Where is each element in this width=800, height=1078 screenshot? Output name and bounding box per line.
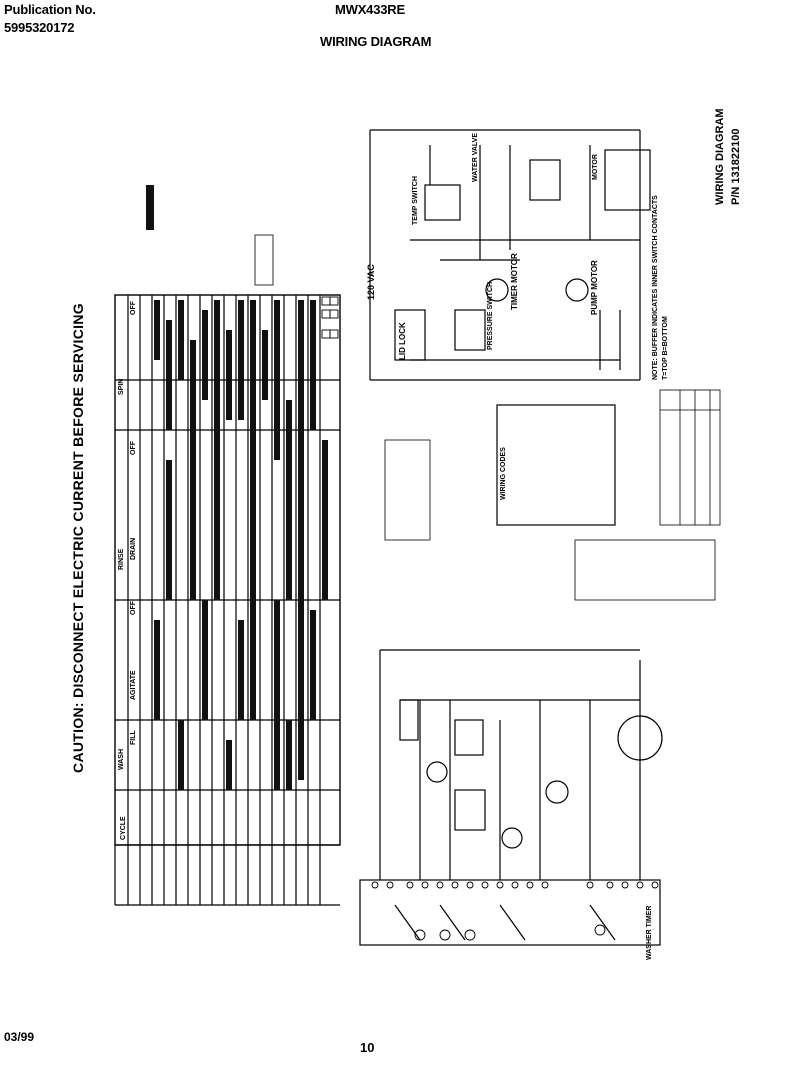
label-off-1: OFF [130, 601, 137, 615]
label-motor: MOTOR [592, 154, 599, 180]
label-spin: SPIN [118, 378, 125, 395]
label-note2: T=TOP B=BOTTOM [662, 316, 669, 380]
page-number: 10 [360, 1040, 375, 1055]
model-number: MWX433RE [335, 2, 405, 17]
label-cycle: CYCLE [120, 816, 127, 840]
publication-number: 5995320172 [4, 20, 75, 35]
label-wash: WASH [118, 749, 125, 770]
label-supply: 120 VAC [366, 264, 376, 300]
label-pump-motor: PUMP MOTOR [590, 260, 599, 315]
footer-date: 03/99 [4, 1030, 35, 1044]
label-wiring-codes: WIRING CODES [500, 447, 507, 500]
label-drain: DRAIN [130, 537, 137, 560]
label-fill: FILL [130, 730, 137, 745]
label-agitate: AGITATE [130, 670, 137, 700]
label-washer-timer: WASHER TIMER [646, 905, 653, 960]
publication-label: Publication No. [4, 2, 96, 17]
label-timer-motor: TIMER MOTOR [510, 253, 519, 310]
label-rinse: RINSE [118, 548, 125, 570]
label-pressure-switch: PRESSURE SWITCH [487, 281, 494, 350]
label-lid-lock: LID LOCK [398, 322, 407, 360]
label-water-valve: WATER VALVE [472, 133, 479, 182]
label-off-2: OFF [130, 441, 137, 455]
label-note: NOTE: BUFFER INDICATES INNER SWITCH CONT… [652, 195, 659, 380]
page-title: WIRING DIAGRAM [320, 34, 432, 49]
label-temp-switch: TEMP SWITCH [412, 176, 419, 225]
label-off-3: OFF [130, 301, 137, 315]
